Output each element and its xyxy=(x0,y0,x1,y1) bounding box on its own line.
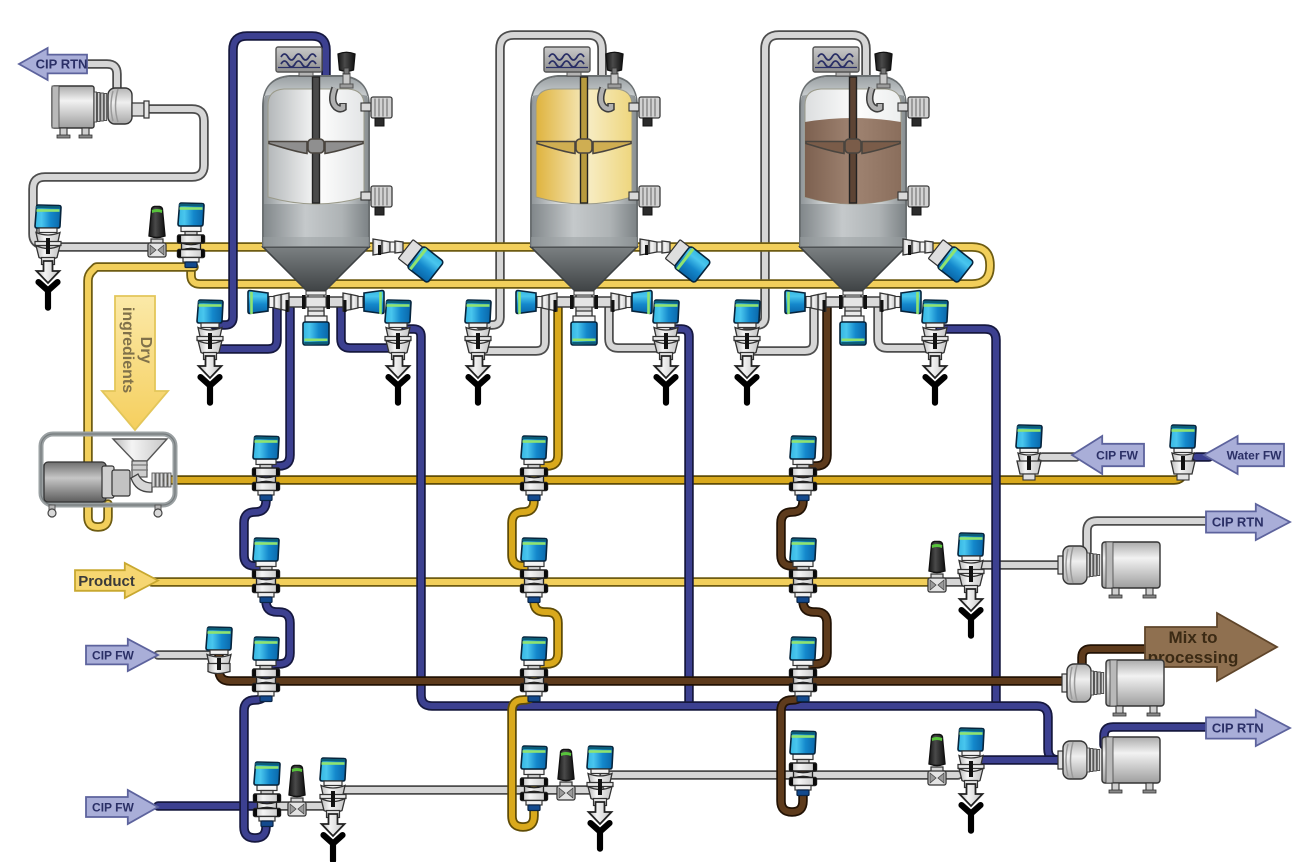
svg-text:CIP RTN: CIP RTN xyxy=(1212,721,1264,736)
svg-text:CIP RTN: CIP RTN xyxy=(1212,515,1264,530)
svg-text:Mix to: Mix to xyxy=(1168,628,1217,647)
svg-text:CIP RTN: CIP RTN xyxy=(36,57,88,72)
svg-text:CIP FW: CIP FW xyxy=(92,800,134,814)
svg-text:CIP FW: CIP FW xyxy=(92,648,134,662)
svg-text:Product: Product xyxy=(78,573,135,590)
svg-text:processing: processing xyxy=(1148,648,1239,667)
svg-text:Water FW: Water FW xyxy=(1227,448,1283,462)
svg-text:CIP FW: CIP FW xyxy=(1096,448,1138,462)
svg-text:Dryingredients: Dryingredients xyxy=(119,307,154,393)
